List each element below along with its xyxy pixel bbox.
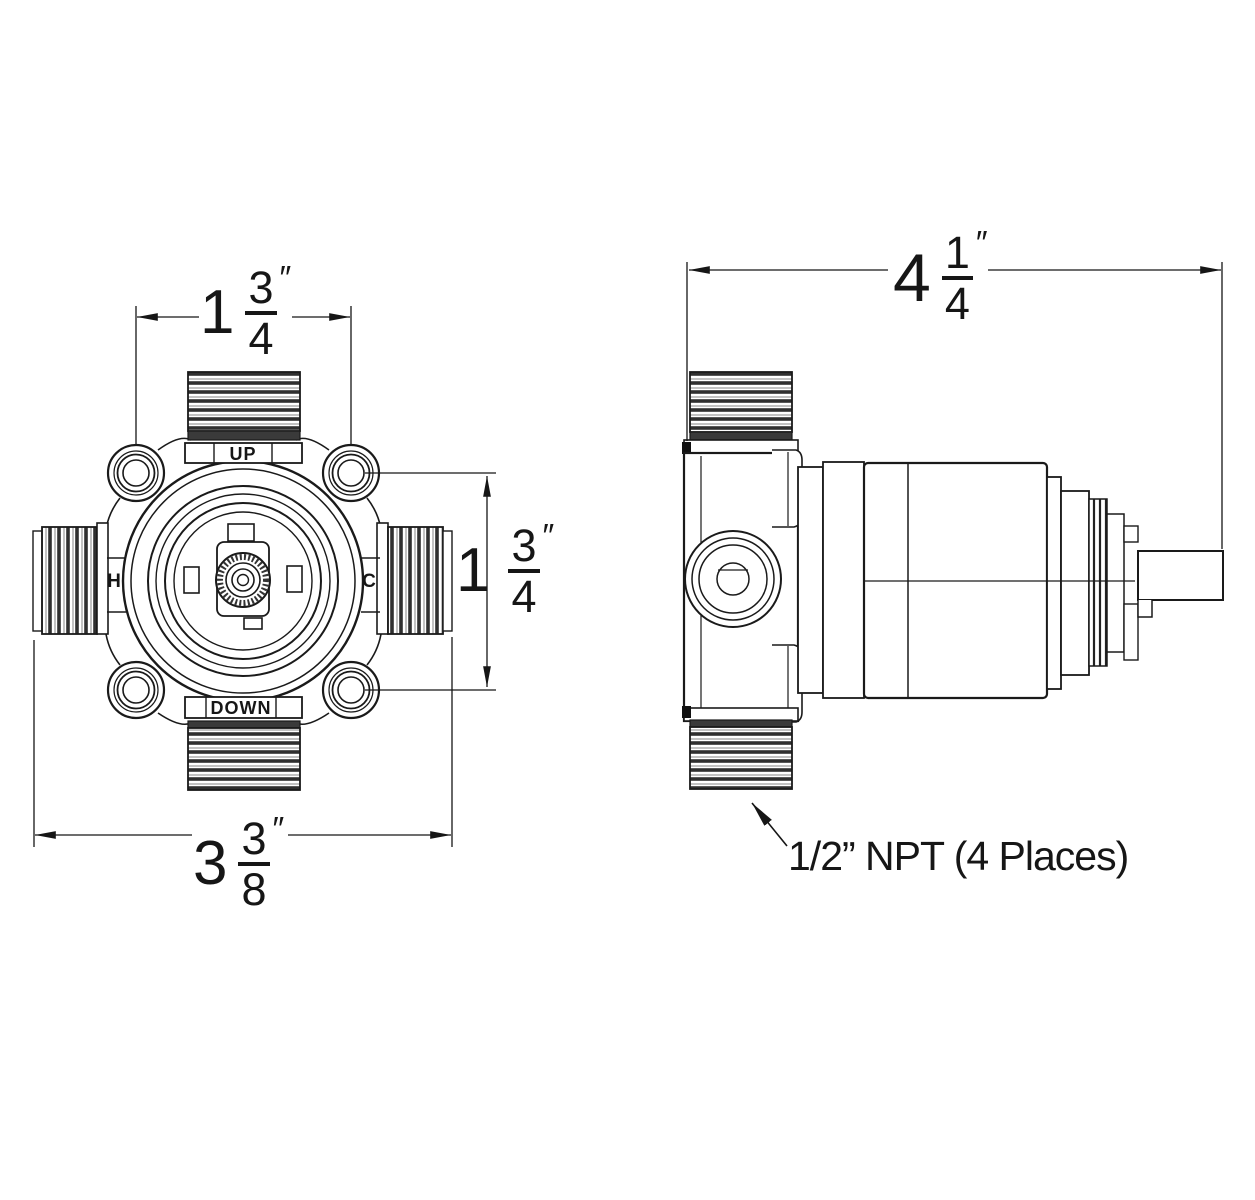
dimension-fraction: 3 8 [238,816,270,915]
fraction-numerator: 1 [941,230,973,280]
dimension-whole: 1 [200,278,235,347]
dimension-fraction: 3 4 [245,265,277,364]
fraction-denominator: 4 [944,278,970,329]
npt-leader-arrow [751,802,788,847]
dimension-lines [33,262,1223,847]
port-labels: UP DOWN H C [107,444,376,718]
dimension-fraction: 1 4 [941,230,973,329]
front-left-port [32,522,126,635]
side-view [682,371,1224,790]
fraction-denominator: 8 [241,864,267,915]
dimension-unit: ″ [279,259,292,296]
label-hot: H [107,571,121,592]
front-top-port [184,371,303,464]
dimension-whole: 3 [193,829,228,898]
fraction-numerator: 3 [238,816,270,866]
dimension-top-width: 1 3 4 ″ [200,261,291,364]
cartridge-front [147,485,339,677]
dimension-overall-width: 4 1 4 ″ [893,226,988,329]
dimension-unit: ″ [272,810,285,847]
fraction-denominator: 4 [511,571,537,622]
dimension-bottom-width: 3 3 8 ″ [193,812,284,915]
side-top-port [682,371,799,454]
fraction-numerator: 3 [245,265,277,315]
label-down: DOWN [211,698,272,718]
side-front-port-circle [684,530,782,628]
dimension-whole: 4 [893,240,931,316]
dimension-whole: 1 [456,536,491,605]
npt-callout: 1/2” NPT (4 Places) [788,833,1129,879]
label-up: UP [229,444,256,464]
dimension-unit: ″ [542,517,555,554]
fraction-numerator: 3 [508,523,540,573]
side-cartridge [797,461,1224,700]
dimension-right-height: 1 3 4 ″ [456,519,554,622]
front-right-port [361,522,453,635]
label-cold: C [362,571,376,592]
front-bottom-port [184,696,303,791]
dimension-fraction: 3 4 [508,523,540,622]
side-bottom-port [682,706,799,790]
dimension-unit: ″ [975,224,988,261]
front-view: UP DOWN H C [32,371,453,791]
fraction-denominator: 4 [248,313,274,364]
